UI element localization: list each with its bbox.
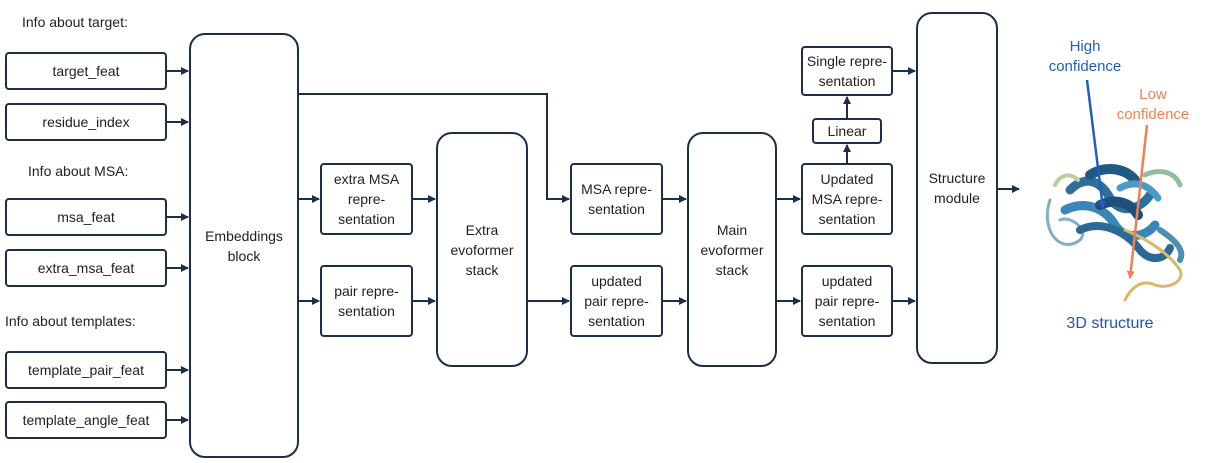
structure-module: Structure module: [916, 12, 998, 364]
section-target-label: Info about target:: [22, 14, 128, 30]
main-evoformer-stack: Main evoformer stack: [687, 132, 777, 367]
input-residue-index: residue_index: [5, 103, 167, 141]
low-confidence-label: Low confidence: [1116, 86, 1190, 123]
input-msa-feat: msa_feat: [5, 198, 167, 236]
single-representation: Single repre- sentation: [801, 46, 893, 96]
input-extra-msa-feat: extra_msa_feat: [5, 249, 167, 287]
linear-block: Linear: [812, 118, 882, 144]
section-templates-label: Info about templates:: [5, 313, 136, 329]
high-confidence-label: High confidence: [1048, 38, 1122, 75]
protein-structure-image: [1045, 164, 1185, 302]
updated-pair-representation-1: updated pair repre- sentation: [570, 265, 663, 337]
section-msa-label: Info about MSA:: [28, 163, 129, 179]
embeddings-block: Embeddings block: [189, 33, 299, 458]
pair-representation: pair repre- sentation: [320, 265, 413, 337]
updated-msa-representation: Updated MSA repre- sentation: [801, 163, 893, 235]
updated-pair-representation-2: updated pair repre- sentation: [801, 265, 893, 337]
input-template-angle-feat: template_angle_feat: [5, 401, 167, 439]
input-template-pair-feat: template_pair_feat: [5, 351, 167, 389]
extra-msa-representation: extra MSA repre- sentation: [320, 163, 413, 235]
input-target-feat: target_feat: [5, 52, 167, 90]
3d-structure-label: 3D structure: [1066, 315, 1154, 332]
extra-evoformer-stack: Extra evoformer stack: [436, 132, 528, 367]
msa-representation: MSA repre- sentation: [570, 163, 663, 235]
